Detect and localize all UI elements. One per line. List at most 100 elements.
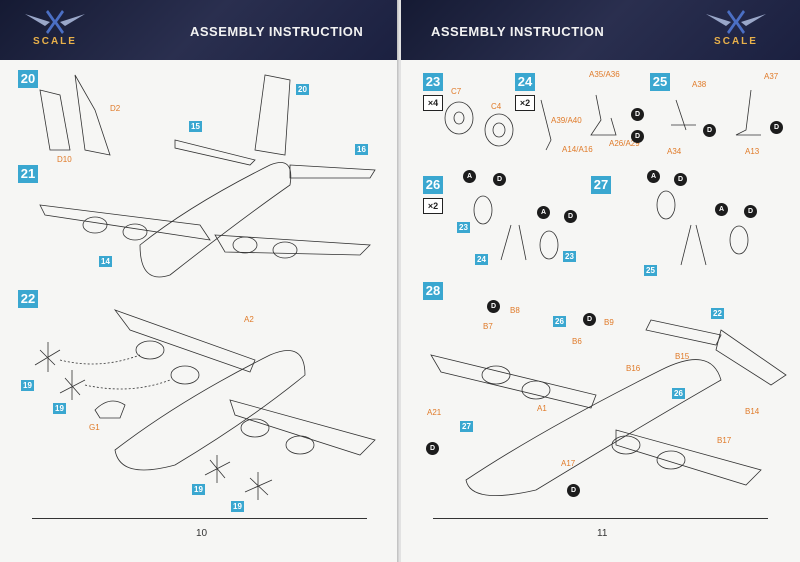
part-label-a13: A13 (745, 147, 760, 156)
marker-d: D (744, 205, 757, 218)
marker-a: A (463, 170, 476, 183)
part-label-a17: A17 (561, 459, 576, 468)
page-number: 11 (597, 528, 608, 539)
part-tag-19: 19 (192, 484, 205, 495)
part-label-c4: C4 (491, 102, 502, 111)
assembly-drawings-left (34, 74, 376, 500)
marker-d: D (426, 442, 439, 455)
wheel-hub-drawing (444, 101, 474, 135)
part-label-b9: B9 (604, 318, 614, 327)
part-label-a21: A21 (427, 408, 442, 417)
part-label-b6: B6 (572, 337, 582, 346)
page-title: ASSEMBLY INSTRUCTION (431, 24, 605, 39)
part-tag-14: 14 (99, 256, 112, 267)
part-label-a2: A2 (244, 315, 254, 324)
part-tag-26: 26 (553, 316, 566, 327)
part-label-b8: B8 (510, 306, 520, 315)
part-label-d10: D10 (57, 155, 72, 164)
footer-divider (32, 518, 367, 519)
part-label-a1: A1 (537, 404, 547, 413)
part-label-a34: A34 (667, 147, 682, 156)
brand-logo: SCALE (701, 8, 771, 52)
wings-x-icon (25, 10, 85, 34)
part-label-b17: B17 (717, 436, 732, 445)
part-label-a35: A35/A36 (589, 70, 620, 79)
book-gutter (397, 0, 403, 562)
left-wing-drawing (39, 204, 211, 241)
page-header: SCALE ASSEMBLY INSTRUCTION (0, 0, 399, 60)
part-label-a37: A37 (764, 72, 779, 81)
marker-d: D (583, 313, 596, 326)
assembly-drawings-right (430, 89, 787, 496)
part-label-b15: B15 (675, 352, 690, 361)
step-number-27: 27 (591, 176, 611, 194)
part-label-c7: C7 (451, 87, 462, 96)
vertical-stabilizer-drawing (254, 74, 291, 156)
wheel-tire-drawing (484, 113, 514, 147)
logo-text: SCALE (33, 36, 77, 47)
step-number-28: 28 (423, 282, 443, 300)
part-tag-20: 20 (296, 84, 309, 95)
part-tag-19: 19 (53, 403, 66, 414)
step-number-26: 26 (423, 176, 443, 194)
page-header: ASSEMBLY INSTRUCTION SCALE (401, 0, 800, 60)
horizontal-stabilizer-drawing (174, 139, 256, 166)
part-label-b14: B14 (745, 407, 760, 416)
step-number-25: 25 (650, 73, 670, 91)
marker-a: A (715, 203, 728, 216)
part-tag-19: 19 (21, 380, 34, 391)
part-tag-19: 19 (231, 501, 244, 512)
logo-text: SCALE (714, 36, 758, 47)
marker-d: D (493, 173, 506, 186)
marker-d: D (770, 121, 783, 134)
tail-fin-drawing (39, 89, 71, 151)
step-number-22: 22 (18, 290, 38, 308)
page-right: ASSEMBLY INSTRUCTION SCALE (401, 0, 800, 562)
marker-a: A (647, 170, 660, 183)
part-label-b16: B16 (626, 364, 641, 373)
part-tag-27: 27 (460, 421, 473, 432)
part-tag-16: 16 (355, 144, 368, 155)
part-tag-15: 15 (189, 121, 202, 132)
part-label-a14: A14/A16 (562, 145, 593, 154)
footer-divider (433, 518, 768, 519)
page-left: SCALE ASSEMBLY INSTRUCTION (0, 0, 399, 562)
part-tag-23: 23 (457, 222, 470, 233)
page-title: ASSEMBLY INSTRUCTION (190, 24, 364, 39)
horizontal-stabilizer-drawing-2 (289, 164, 376, 179)
step-number-21: 21 (18, 165, 38, 183)
step-number-20: 20 (18, 70, 38, 88)
tail-fin-drawing-2 (74, 74, 111, 156)
marker-d: D (703, 124, 716, 137)
page-number: 10 (196, 528, 208, 539)
marker-d: D (487, 300, 500, 313)
part-label-a39: A39/A40 (551, 116, 582, 125)
step-number-24: 24 (515, 73, 535, 91)
fuselage-drawing-22 (114, 350, 306, 471)
marker-d: D (631, 130, 644, 143)
part-label-a26: A26/A29 (609, 139, 640, 148)
wings-x-icon (706, 10, 766, 34)
right-wing-drawing (214, 234, 371, 256)
marker-d: D (567, 484, 580, 497)
part-tag-23: 23 (563, 251, 576, 262)
part-tag-25: 25 (644, 265, 657, 276)
quantity-badge-23: ×4 (423, 95, 443, 111)
fuselage-drawing (139, 162, 292, 278)
brand-logo: SCALE (20, 8, 90, 52)
part-tag-22: 22 (711, 308, 724, 319)
quantity-badge-26: ×2 (423, 198, 443, 214)
part-label-g1: G1 (89, 423, 100, 432)
part-tag-26: 26 (672, 388, 685, 399)
part-tag-24: 24 (475, 254, 488, 265)
step-number-23: 23 (423, 73, 443, 91)
part-label-d2: D2 (110, 104, 121, 113)
marker-d: D (674, 173, 687, 186)
marker-a: A (537, 206, 550, 219)
part-label-b7: B7 (483, 322, 493, 331)
quantity-badge-24: ×2 (515, 95, 535, 111)
part-label-a38: A38 (692, 80, 707, 89)
fuselage-drawing-28 (465, 359, 722, 496)
marker-d: D (631, 108, 644, 121)
